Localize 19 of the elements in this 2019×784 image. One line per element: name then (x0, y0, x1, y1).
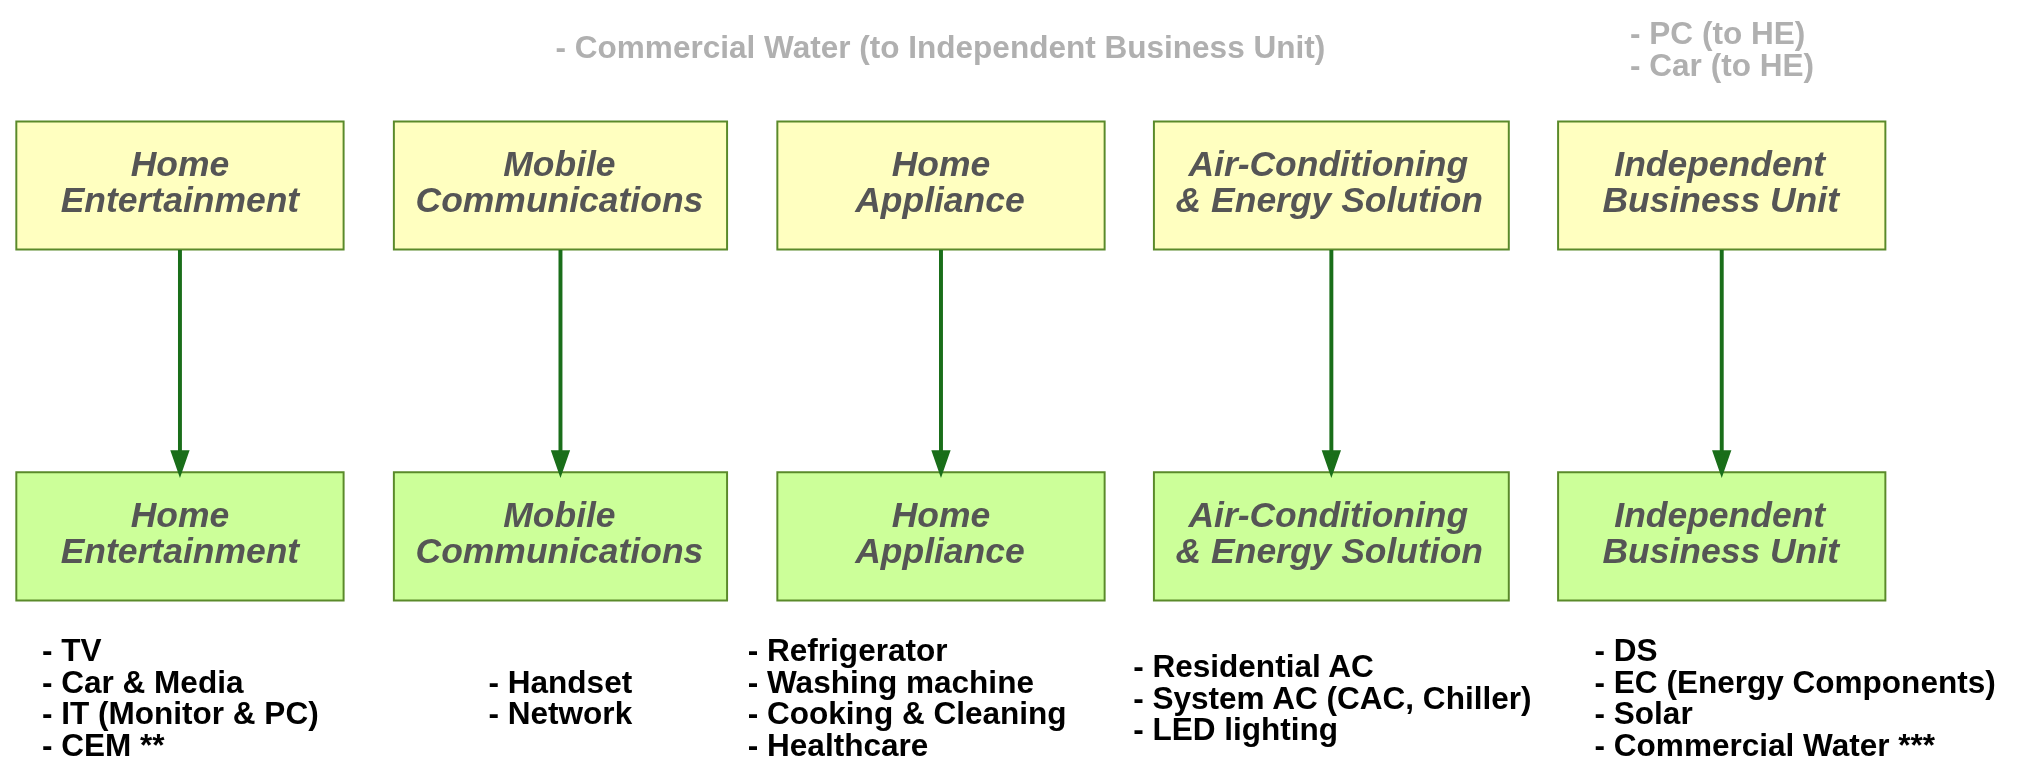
node-label: - DS (1594, 631, 1658, 668)
arrow (170, 249, 190, 478)
node-label: - Commercial Water (to Independent Business Unit) (555, 28, 1326, 65)
node-box: Independent Business Unit (1557, 470, 1887, 601)
node-box: Home Appliance (776, 470, 1106, 601)
node-box: Home Entertainment (15, 470, 345, 601)
arrow (550, 249, 571, 478)
arrow (931, 249, 951, 478)
node-box: Independent Business Unit (1557, 119, 1887, 251)
node-label: - Residential AC (1133, 647, 1374, 684)
node-box: Home Appliance (776, 119, 1106, 251)
arrow (1712, 249, 1732, 478)
node-box: Air-Conditioning & Energy Solution (1152, 470, 1510, 601)
node-box: Home Entertainment (15, 119, 345, 251)
node-box: Air-Conditioning & Energy Solution (1152, 119, 1510, 251)
node-box: Mobile Communications (392, 470, 729, 601)
node-label: - Commercial Water *** (1594, 726, 1936, 763)
arrow (1321, 249, 1342, 478)
node-box: Mobile Communications (392, 119, 729, 251)
